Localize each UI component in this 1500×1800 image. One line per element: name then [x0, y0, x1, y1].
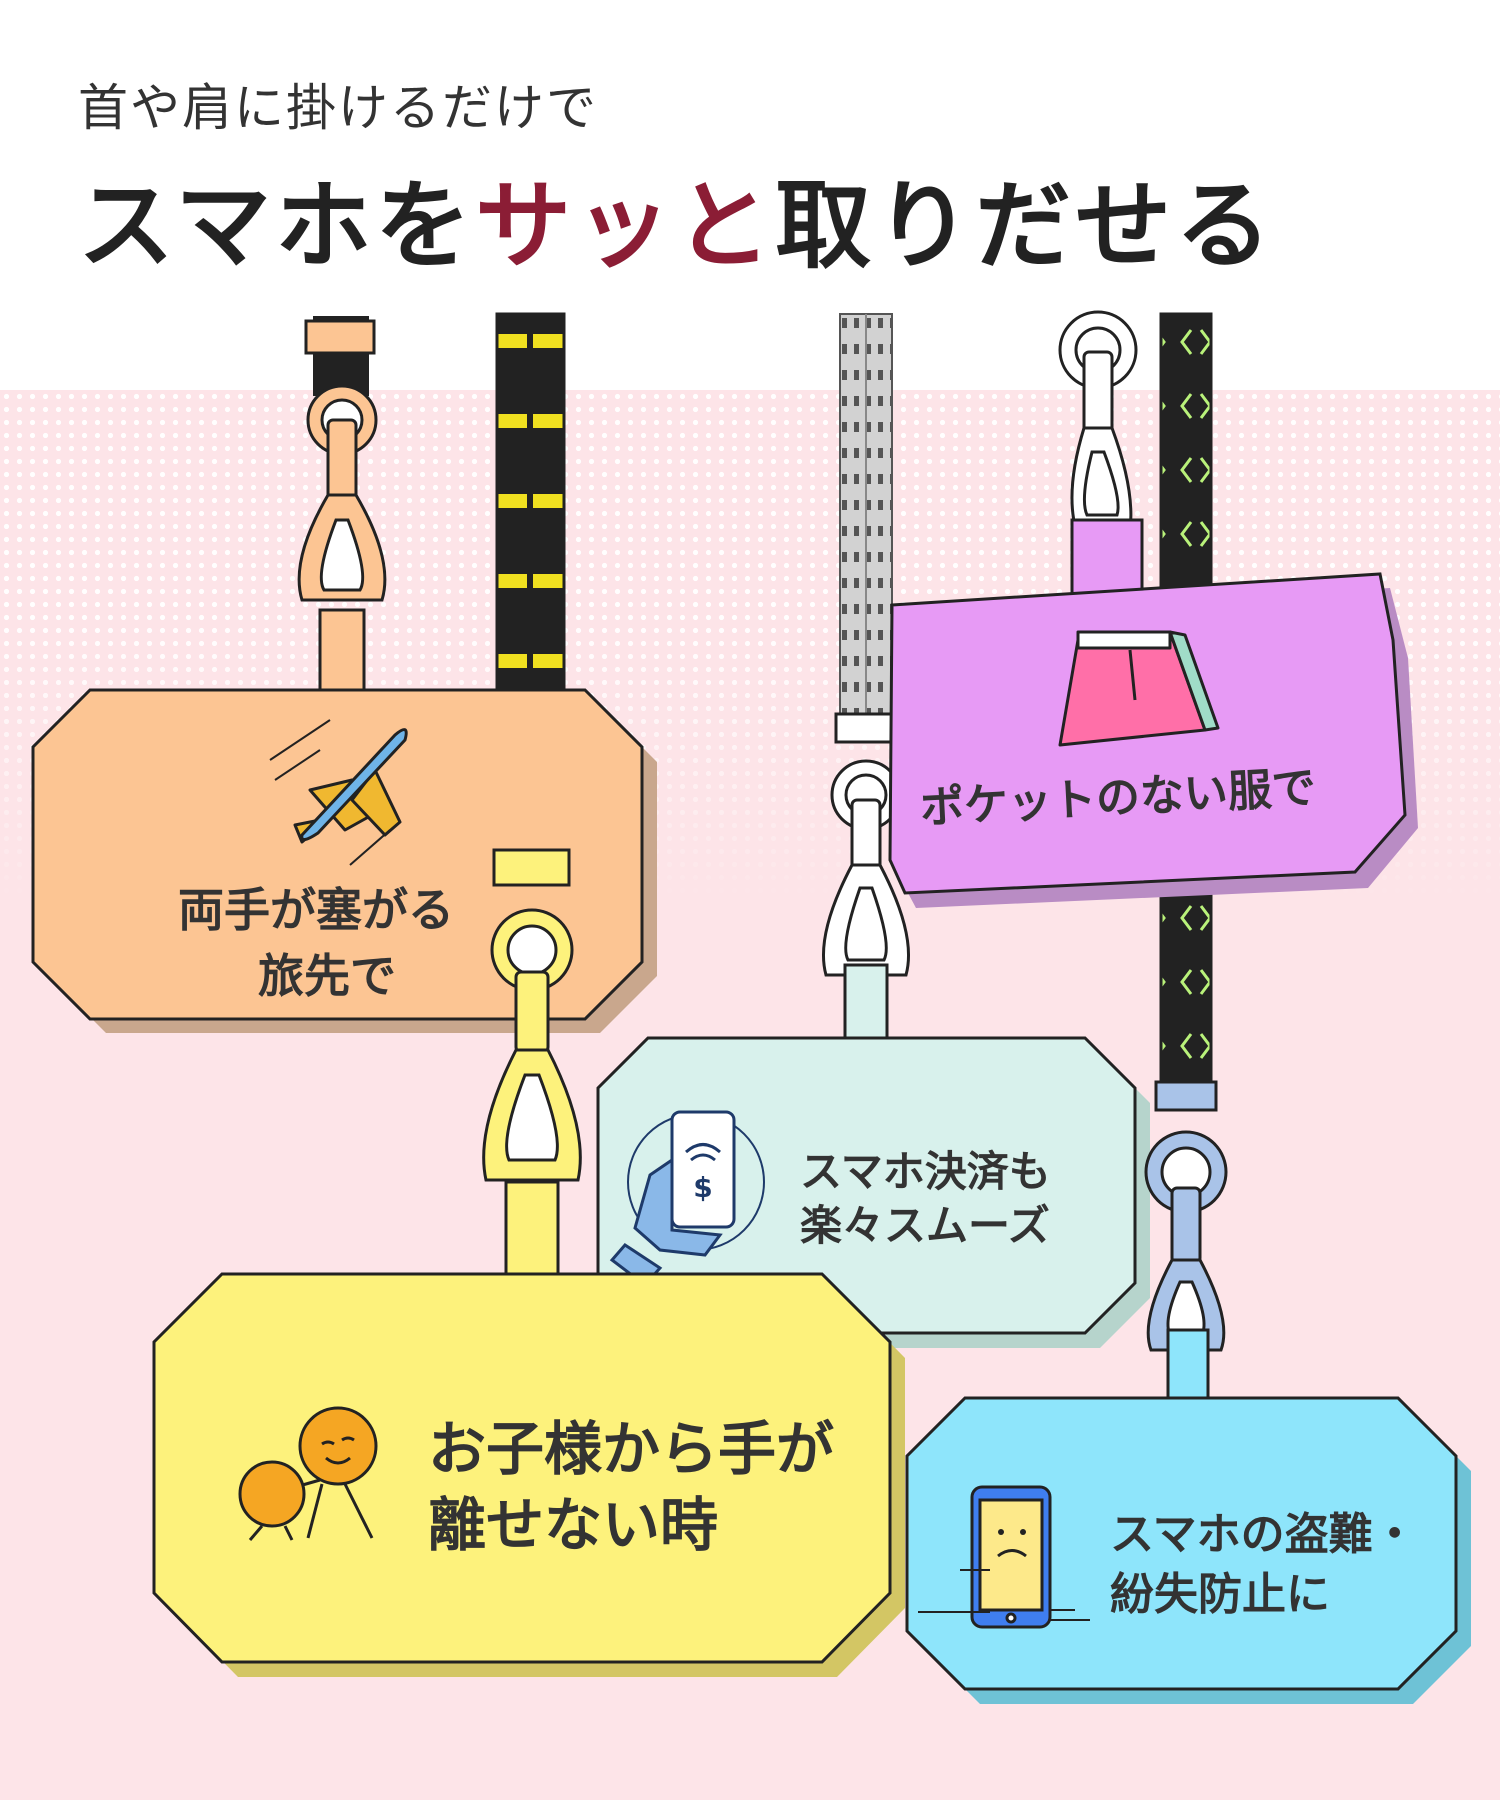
card-payment-line2: 楽々スムーズ	[800, 1201, 1050, 1250]
hook-travel	[297, 384, 387, 692]
strap-a	[304, 316, 376, 396]
card-payment-line1: スマホ決済も	[800, 1147, 1051, 1196]
svg-text:$: $	[693, 1171, 712, 1204]
skirt-icon	[1058, 630, 1220, 747]
subtitle: 首や肩に掛けるだけで	[78, 79, 598, 137]
hook-children	[482, 848, 582, 1282]
card-travel-line1: 両手が塞がる	[178, 883, 454, 937]
card-travel-line2: 旅先で	[258, 949, 396, 1003]
headline-suffix: 取りだせる	[775, 170, 1276, 282]
headline: スマホをサッと取りだせる	[78, 148, 1275, 287]
card-children-line2: 離せない時	[428, 1491, 719, 1559]
phone-payment-icon: $	[609, 1110, 765, 1288]
card-payment	[596, 1036, 1150, 1348]
children-icon	[238, 1406, 378, 1541]
card-pocketless	[888, 572, 1418, 908]
hook-payment	[822, 712, 910, 1047]
card-theft-line2: 紛失防止に	[1110, 1569, 1330, 1620]
card-theft-line1: スマホの盗難・	[1110, 1509, 1417, 1560]
headline-accent: サッと	[475, 170, 776, 282]
headline-prefix: スマホを	[78, 170, 476, 282]
strap-c	[839, 313, 893, 715]
airplane-icon	[269, 719, 408, 866]
hook-theft	[1144, 1080, 1228, 1412]
card-children	[152, 1272, 905, 1677]
hook-pocketless	[1058, 310, 1144, 622]
sad-phone-icon	[918, 1485, 1090, 1629]
card-children-line1: お子様から手が	[428, 1415, 835, 1483]
